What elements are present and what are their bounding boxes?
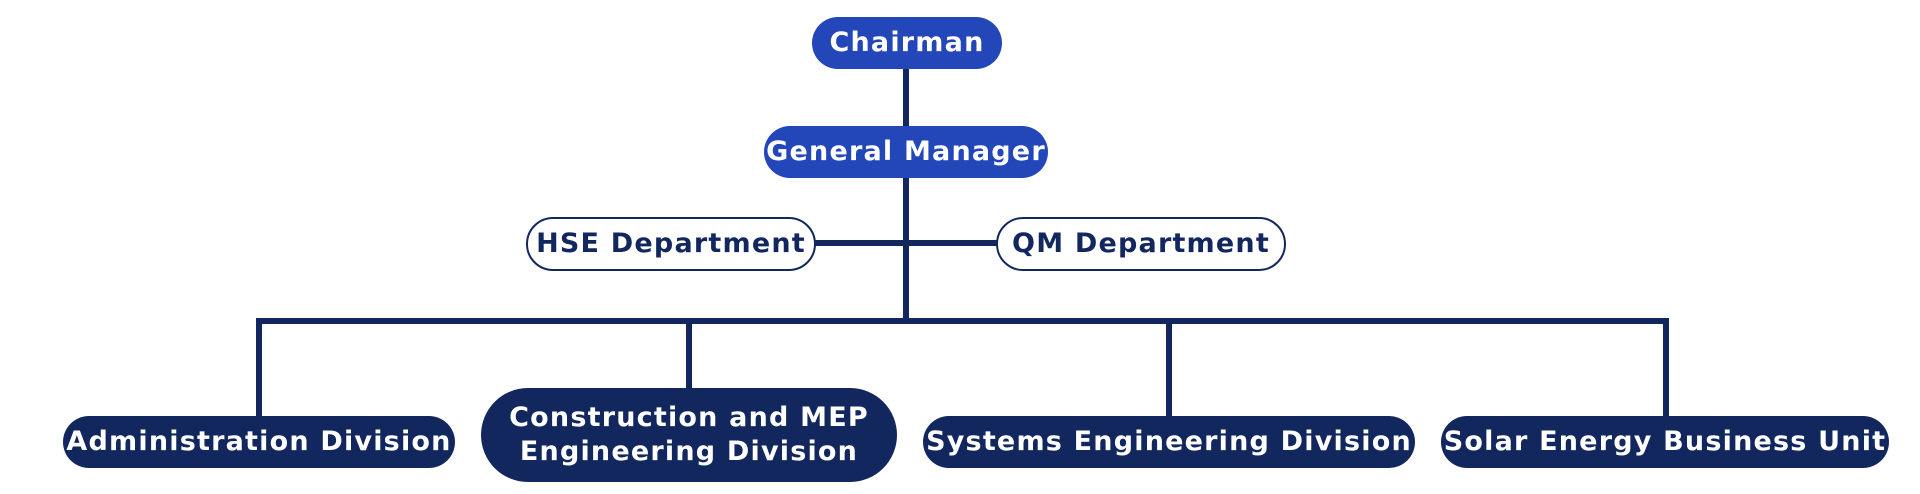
administration-division-node: Administration Division — [63, 416, 455, 468]
systems-engineering-division-label: Systems Engineering Division — [926, 426, 1412, 457]
general-manager-node: General Manager — [764, 126, 1048, 178]
administration-division-label: Administration Division — [66, 426, 452, 457]
chairman-node: Chairman — [812, 17, 1002, 69]
qm-department-label: QM Department — [1012, 228, 1270, 259]
solar-energy-business-unit-label: Solar Energy Business Unit — [1443, 426, 1887, 457]
solar-energy-business-unit-node: Solar Energy Business Unit — [1441, 416, 1889, 468]
chairman-label: Chairman — [829, 27, 985, 58]
hse-department-node: HSE Department — [526, 217, 816, 271]
qm-department-node: QM Department — [996, 217, 1286, 271]
construction-mep-division-node: Construction and MEP Engineering Divisio… — [481, 388, 897, 482]
hse-department-label: HSE Department — [536, 228, 806, 259]
construction-division-label-line1: Construction and MEP — [509, 402, 869, 433]
systems-engineering-division-node: Systems Engineering Division — [923, 416, 1415, 468]
construction-division-label-line2: Engineering Division — [519, 436, 859, 467]
general-manager-label: General Manager — [766, 136, 1046, 167]
